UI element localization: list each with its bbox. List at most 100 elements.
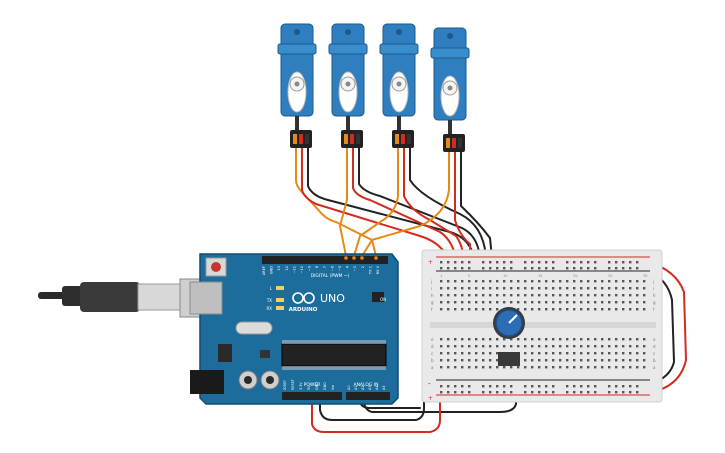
servo[interactable]	[430, 27, 470, 152]
breadboard-hole	[475, 301, 478, 304]
rail-hole	[461, 385, 464, 388]
digital-pin-label: ~3	[353, 266, 357, 271]
breadboard-hole	[440, 294, 443, 297]
breadboard-hole	[608, 352, 611, 355]
breadboard-hole	[468, 345, 471, 348]
rail-hole	[608, 385, 611, 388]
breadboard-hole	[468, 359, 471, 362]
breadboard-hole	[461, 352, 464, 355]
breadboard-hole	[538, 359, 541, 362]
rail-hole	[440, 385, 443, 388]
rail-hole	[461, 267, 464, 270]
rail-hole	[510, 385, 513, 388]
breadboard-hole	[440, 366, 443, 369]
breadboard-hole	[643, 359, 646, 362]
breadboard-hole	[496, 280, 499, 283]
breadboard-hole	[573, 352, 576, 355]
arduino-uno-board[interactable]: L TX RX ON ARDUINO UNO DIGITAL (PWM ~) P…	[189, 253, 399, 405]
analog-pin-label: A5	[382, 386, 386, 390]
breadboard-hole	[440, 352, 443, 355]
usb-cable[interactable]	[38, 278, 217, 318]
rail-hole	[447, 391, 450, 394]
breadboard-hole	[447, 345, 450, 348]
servo[interactable]	[277, 23, 317, 148]
breadboard-hole	[496, 345, 499, 348]
breadboard-hole	[608, 345, 611, 348]
rail-hole	[468, 385, 471, 388]
breadboard-hole	[496, 338, 499, 341]
breadboard-hole	[524, 294, 527, 297]
rail-hole	[622, 391, 625, 394]
breadboard-hole	[440, 345, 443, 348]
breadboard-hole	[461, 308, 464, 311]
power-jack	[190, 370, 224, 394]
breadboard-hole	[468, 366, 471, 369]
breadboard-hole	[580, 366, 583, 369]
breadboard-hole	[503, 287, 506, 290]
row-letter: a	[653, 365, 656, 370]
breadboard-hole	[440, 301, 443, 304]
breadboard-hole	[482, 366, 485, 369]
breadboard-hole	[447, 287, 450, 290]
rail-hole	[531, 267, 534, 270]
breadboard-hole	[510, 287, 513, 290]
breadboard-hole	[587, 345, 590, 348]
breadboard-hole	[461, 359, 464, 362]
breadboard-hole	[601, 345, 604, 348]
rail-hole	[552, 391, 555, 394]
rail-hole	[608, 391, 611, 394]
breadboard-hole	[587, 338, 590, 341]
breadboard-hole	[545, 287, 548, 290]
breadboard-hole	[636, 294, 639, 297]
breadboard-hole	[475, 338, 478, 341]
breadboard-hole	[573, 301, 576, 304]
rail-hole	[440, 267, 443, 270]
arduino-brand: ARDUINO	[289, 307, 318, 313]
column-number: 10	[503, 274, 507, 278]
breadboard-hole	[608, 301, 611, 304]
row-letter: i	[431, 286, 432, 291]
rail-hole	[538, 391, 541, 394]
breadboard-hole	[517, 287, 520, 290]
breadboard-hole	[447, 301, 450, 304]
power-pin-label: 5V	[307, 385, 311, 390]
breadboard-hole	[524, 366, 527, 369]
breadboard-hole	[615, 345, 618, 348]
analog-pin-label: A0	[347, 386, 351, 390]
breadboard-hole	[496, 366, 499, 369]
breadboard-hole	[489, 366, 492, 369]
tx-led	[276, 298, 284, 302]
rail-hole	[580, 267, 583, 270]
row-letter: d	[653, 344, 656, 349]
breadboard-hole	[601, 308, 604, 311]
breadboard-hole	[461, 338, 464, 341]
breadboard-hole	[517, 280, 520, 283]
breadboard-hole	[468, 338, 471, 341]
power-pin-label: IOREF	[283, 380, 287, 390]
breadboard-hole	[559, 301, 562, 304]
breadboard-hole	[482, 338, 485, 341]
breadboard-hole	[615, 294, 618, 297]
column-number: 5	[468, 274, 470, 278]
row-letter: g	[431, 300, 434, 305]
breadboard-hole	[615, 287, 618, 290]
breadboard-hole	[580, 359, 583, 362]
power-pin-label: GND	[315, 382, 319, 390]
rail-hole	[636, 267, 639, 270]
breadboard-hole	[468, 308, 471, 311]
breadboard-hole	[545, 359, 548, 362]
breadboard-hole	[608, 308, 611, 311]
breadboard-hole	[531, 345, 534, 348]
breadboard-hole	[636, 366, 639, 369]
breadboard-hole	[559, 308, 562, 311]
breadboard-hole	[622, 287, 625, 290]
rail-hole	[580, 385, 583, 388]
breadboard-hole	[538, 280, 541, 283]
digital-pin-label: 12	[285, 266, 289, 271]
servo[interactable]	[379, 23, 419, 148]
breadboard-hole	[545, 301, 548, 304]
servo3-ground-wire	[409, 147, 487, 259]
potentiometer[interactable]	[493, 307, 525, 366]
servo[interactable]	[328, 23, 368, 148]
